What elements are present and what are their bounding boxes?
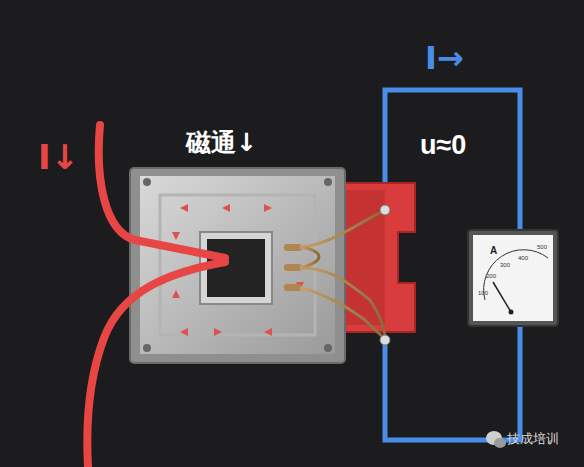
ammeter-unit: A <box>490 246 497 256</box>
primary-current-label: I↓ <box>38 140 79 174</box>
coil-studs <box>284 244 302 291</box>
core-inner-ring <box>160 195 315 335</box>
secondary-leads <box>300 210 385 340</box>
primary-wire <box>87 125 225 467</box>
secondary-current-label: I→ <box>425 42 464 74</box>
ammeter <box>468 230 558 326</box>
core-window <box>207 239 265 297</box>
terminal-block-face <box>345 190 385 325</box>
flux-label: 磁通↓ <box>186 130 257 155</box>
scale-number: 100 <box>478 290 488 296</box>
scale-number: 300 <box>500 262 510 268</box>
core-face <box>140 176 335 354</box>
watermark: 技成培训 <box>507 432 559 445</box>
watermark-icon <box>486 431 506 448</box>
scale-number: 500 <box>537 244 547 250</box>
core-housing <box>130 168 345 363</box>
scale-number: 200 <box>486 273 496 279</box>
scale-number: 400 <box>518 255 528 261</box>
voltage-label: u≈0 <box>420 132 466 159</box>
